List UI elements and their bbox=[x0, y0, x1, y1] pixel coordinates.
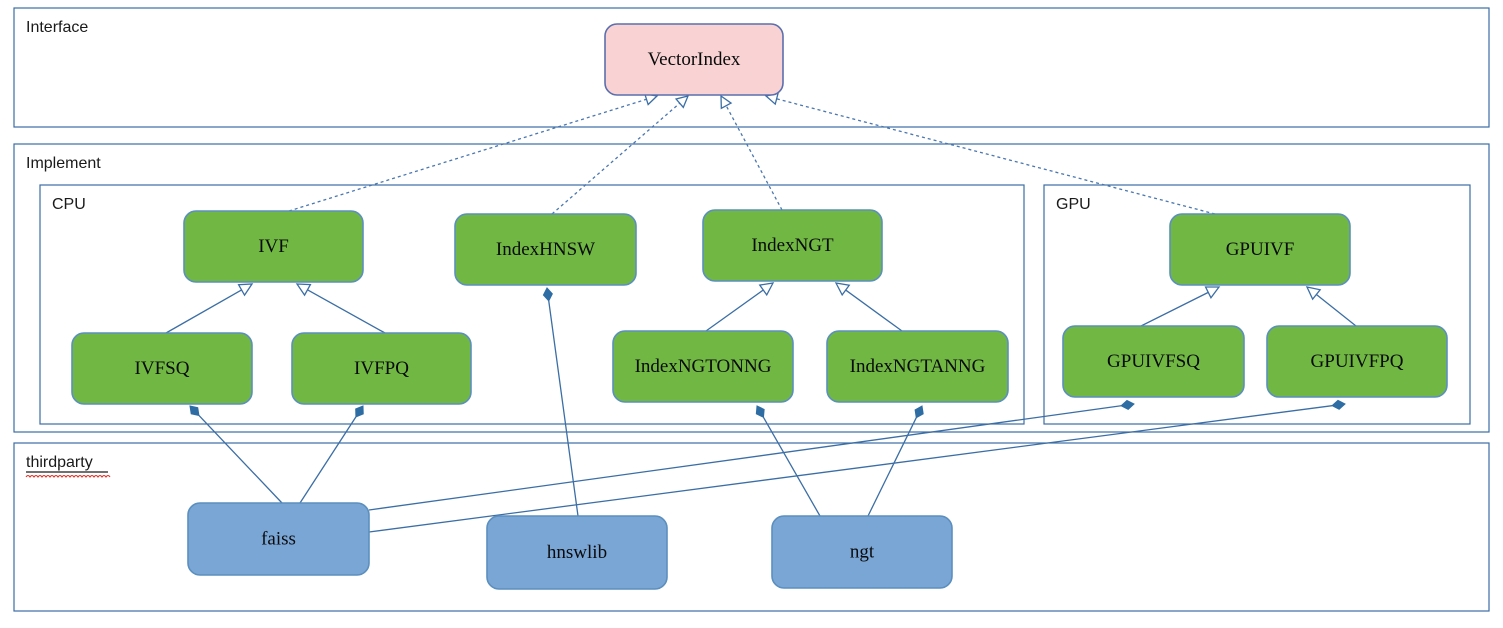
edge-faiss-to-gpuivfsq bbox=[368, 399, 1135, 511]
node-label-indexhnsw: IndexHNSW bbox=[496, 239, 595, 260]
edge-indexngtanng-to-indexngt bbox=[834, 282, 903, 332]
node-box-hnswlib[interactable] bbox=[486, 515, 668, 590]
edge-line bbox=[368, 405, 1333, 533]
edge-line bbox=[548, 300, 579, 517]
node-label-indexngtanng: IndexNGTANNG bbox=[850, 356, 986, 377]
node-label-gpuivfpq: GPUIVFPQ bbox=[1311, 351, 1404, 372]
package-label-implement: Implement bbox=[26, 155, 101, 172]
spellcheck-squiggle-thirdparty bbox=[25, 474, 111, 478]
generalization-arrowhead bbox=[1204, 286, 1221, 299]
composition-diamond bbox=[914, 405, 924, 419]
node-box-gpuivfsq[interactable] bbox=[1062, 325, 1245, 398]
node-label-faiss: faiss bbox=[261, 528, 296, 549]
composition-diamond bbox=[189, 405, 200, 417]
generalization-arrowhead bbox=[237, 283, 254, 297]
edge-line bbox=[198, 414, 283, 504]
realization-arrowhead bbox=[720, 94, 733, 110]
node-box-ivfpq[interactable] bbox=[291, 332, 472, 405]
edge-line bbox=[299, 416, 357, 504]
composition-diamond bbox=[1120, 399, 1135, 410]
edge-hnswlib-to-indexhnsw bbox=[542, 287, 579, 517]
edge-line bbox=[165, 289, 242, 334]
node-indexngt[interactable]: IndexNGT bbox=[702, 209, 883, 282]
node-gpuivf[interactable]: GPUIVF bbox=[1169, 213, 1351, 286]
node-label-indexngtonng: IndexNGTONNG bbox=[635, 356, 772, 377]
node-ngt[interactable]: ngt bbox=[771, 515, 953, 589]
edge-gpuivfsq-to-gpuivf bbox=[1140, 286, 1221, 327]
edge-indexhnsw-to-vectorindex bbox=[551, 95, 690, 215]
node-label-ngt: ngt bbox=[850, 541, 875, 562]
edge-line bbox=[705, 289, 764, 332]
edge-line bbox=[725, 105, 783, 211]
edge-faiss-to-gpuivfpq bbox=[368, 399, 1346, 533]
node-box-ngt[interactable] bbox=[771, 515, 953, 589]
node-label-indexngt: IndexNGT bbox=[751, 235, 834, 256]
node-gpuivfpq[interactable]: GPUIVFPQ bbox=[1266, 325, 1448, 398]
edge-ivfsq-to-ivf bbox=[165, 283, 254, 334]
edge-indexngtonng-to-indexngt bbox=[705, 282, 775, 332]
node-hnswlib[interactable]: hnswlib bbox=[486, 515, 668, 590]
generalization-arrowhead bbox=[295, 283, 312, 297]
node-box-ivf[interactable] bbox=[183, 210, 364, 283]
node-box-indexngtanng[interactable] bbox=[826, 330, 1009, 403]
generalization-arrowhead bbox=[758, 282, 775, 297]
node-box-indexhnsw[interactable] bbox=[454, 213, 637, 286]
node-label-ivf: IVF bbox=[258, 236, 289, 257]
edge-ngt-to-indexngtonng bbox=[755, 405, 821, 517]
node-faiss[interactable]: faiss bbox=[187, 502, 370, 576]
composition-diamond bbox=[355, 405, 364, 418]
edge-line bbox=[307, 289, 386, 334]
node-ivfpq[interactable]: IVFPQ bbox=[291, 332, 472, 405]
package-label-interface: Interface bbox=[26, 19, 88, 36]
node-label-gpuivf: GPUIVF bbox=[1226, 239, 1295, 260]
edge-line bbox=[867, 417, 917, 517]
generalization-arrowhead bbox=[834, 282, 851, 297]
edge-line bbox=[1140, 291, 1209, 327]
composition-diamond bbox=[1331, 399, 1346, 410]
node-ivfsq[interactable]: IVFSQ bbox=[71, 332, 253, 405]
node-label-gpuivfsq: GPUIVFSQ bbox=[1107, 351, 1200, 372]
package-label-cpu: CPU bbox=[52, 196, 86, 213]
composition-diamond bbox=[755, 405, 765, 419]
edge-ivfpq-to-ivf bbox=[295, 283, 386, 334]
node-indexngtonng[interactable]: IndexNGTONNG bbox=[612, 330, 794, 403]
edge-ngt-to-indexngtanng bbox=[867, 405, 924, 517]
edge-faiss-to-ivfpq bbox=[299, 405, 364, 504]
package-label-gpu: GPU bbox=[1056, 196, 1091, 213]
node-label-vectorindex: VectorIndex bbox=[648, 49, 741, 70]
node-vectorindex[interactable]: VectorIndex bbox=[604, 23, 784, 96]
composition-diamond bbox=[542, 287, 553, 302]
edge-line bbox=[288, 98, 647, 212]
node-label-ivfpq: IVFPQ bbox=[354, 358, 409, 379]
generalization-arrowhead bbox=[1305, 286, 1322, 301]
edge-gpuivfpq-to-gpuivf bbox=[1305, 286, 1357, 327]
edge-line bbox=[551, 102, 681, 215]
node-box-faiss[interactable] bbox=[187, 502, 370, 576]
node-box-vectorindex[interactable] bbox=[604, 23, 784, 96]
edge-line bbox=[762, 416, 821, 517]
edge-line bbox=[368, 405, 1122, 511]
node-indexhnsw[interactable]: IndexHNSW bbox=[454, 213, 637, 286]
node-indexngtanng[interactable]: IndexNGTANNG bbox=[826, 330, 1009, 403]
edge-line bbox=[845, 289, 903, 332]
node-label-hnswlib: hnswlib bbox=[547, 542, 607, 563]
realization-arrowhead bbox=[674, 95, 690, 109]
node-ivf[interactable]: IVF bbox=[183, 210, 364, 283]
node-box-gpuivfpq[interactable] bbox=[1266, 325, 1448, 398]
node-box-indexngt[interactable] bbox=[702, 209, 883, 282]
edge-line bbox=[1315, 293, 1357, 327]
edge-layer bbox=[165, 92, 1357, 533]
node-box-ivfsq[interactable] bbox=[71, 332, 253, 405]
node-box-indexngtonng[interactable] bbox=[612, 330, 794, 403]
node-box-gpuivf[interactable] bbox=[1169, 213, 1351, 286]
package-label-thirdparty: thirdparty bbox=[26, 454, 93, 471]
edge-indexngt-to-vectorindex bbox=[720, 94, 783, 211]
node-label-ivfsq: IVFSQ bbox=[135, 358, 190, 379]
edge-faiss-to-ivfsq bbox=[189, 405, 283, 504]
node-gpuivfsq[interactable]: GPUIVFSQ bbox=[1062, 325, 1245, 398]
